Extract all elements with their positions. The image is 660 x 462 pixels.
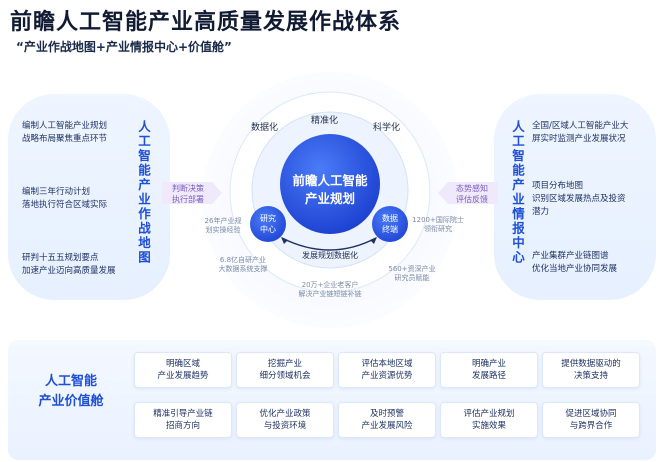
cycle-arrow-left [281, 237, 288, 244]
data-terminal-label: 数据 终端 [382, 214, 398, 234]
left-arrow-shape [162, 182, 222, 204]
right-item-2: 项目分布地图 识别区域发展热点及投资 潜力 [532, 181, 626, 217]
data-terminal-circle [372, 206, 408, 242]
ring-label-scientific: 科学化 [373, 123, 401, 133]
core-label: 前瞻人工智能 产业规划 [292, 173, 368, 206]
page-title: 前瞻人工智能产业高质量发展作战体系 [10, 10, 402, 35]
value-box-r1-2: 挖掘产业 细分领域机会 [236, 352, 334, 388]
value-box-r2-1: 精准引导产业链 招商方向 [134, 402, 232, 438]
right-arrow-label: 态势感知 评估反馈 [456, 184, 488, 204]
note-researchers: 560+资深产业 研究员赋能 [388, 265, 436, 282]
value-panel-title: 人工智能 产业价值舱 [38, 374, 104, 409]
left-panel [8, 94, 170, 300]
right-item-1: 全国/区域人工智能产业大 屏实时监测产业发展状况 [532, 121, 629, 144]
left-item-3: 研判十五五规划要点 加速产业迈向高质量发展 [22, 253, 116, 276]
right-arrow-shape [438, 182, 498, 204]
cycle-arc [281, 237, 377, 251]
research-center-circle [250, 206, 286, 242]
left-arrow-label: 判断决策 执行部署 [172, 184, 204, 204]
left-panel-title: 人工智能产业作战地图 [136, 120, 151, 265]
cycle-arrow-right [370, 237, 377, 244]
research-center-label: 研究 中心 [260, 214, 276, 234]
note-data-system: 6.8亿自研产业 大数据系统支撑 [218, 256, 268, 273]
note-experience: 26年产业规 划实操经验 [204, 217, 242, 234]
ring-label-precise: 精准化 [311, 116, 339, 126]
right-item-3: 产业集群产业链图谱 优化当地产业协同发展 [532, 251, 618, 274]
note-clients: 20万+企业老客户 解决产业链短链补链 [298, 281, 362, 298]
right-panel-title: 人工智能产业情报中心 [510, 120, 525, 265]
ring-label-digital: 数据化 [251, 123, 279, 133]
page-subtitle: “产业作战地图+产业情报中心+价值舱” [16, 40, 232, 54]
value-box-r1-4: 明确产业 发展路径 [440, 352, 538, 388]
core-circle [280, 134, 380, 234]
left-item-2: 编制三年行动计划 落地执行符合区域实际 [22, 187, 108, 210]
note-academicians: 1200+国际院士 领衔研究 [412, 216, 464, 233]
value-box-r2-4: 评估产业规划 实施效果 [440, 402, 538, 438]
value-box-r1-3: 评估本地区域 产业资源优势 [338, 352, 436, 388]
value-box-r1-1: 明确区域 产业发展趋势 [134, 352, 232, 388]
value-box-r2-2: 优化产业政策 与投资环境 [236, 402, 334, 438]
value-box-r1-5: 提供数据驱动的 决策支持 [542, 352, 640, 388]
value-box-r2-3: 及时预警 产业发展风险 [338, 402, 436, 438]
cycle-label: 发展规划数据化 [302, 251, 358, 260]
value-box-r2-5: 促进区域协同 与跨界合作 [542, 402, 640, 438]
right-panel [494, 94, 656, 300]
left-item-1: 编制人工智能产业规划 战略布局聚焦重点环节 [22, 121, 108, 144]
